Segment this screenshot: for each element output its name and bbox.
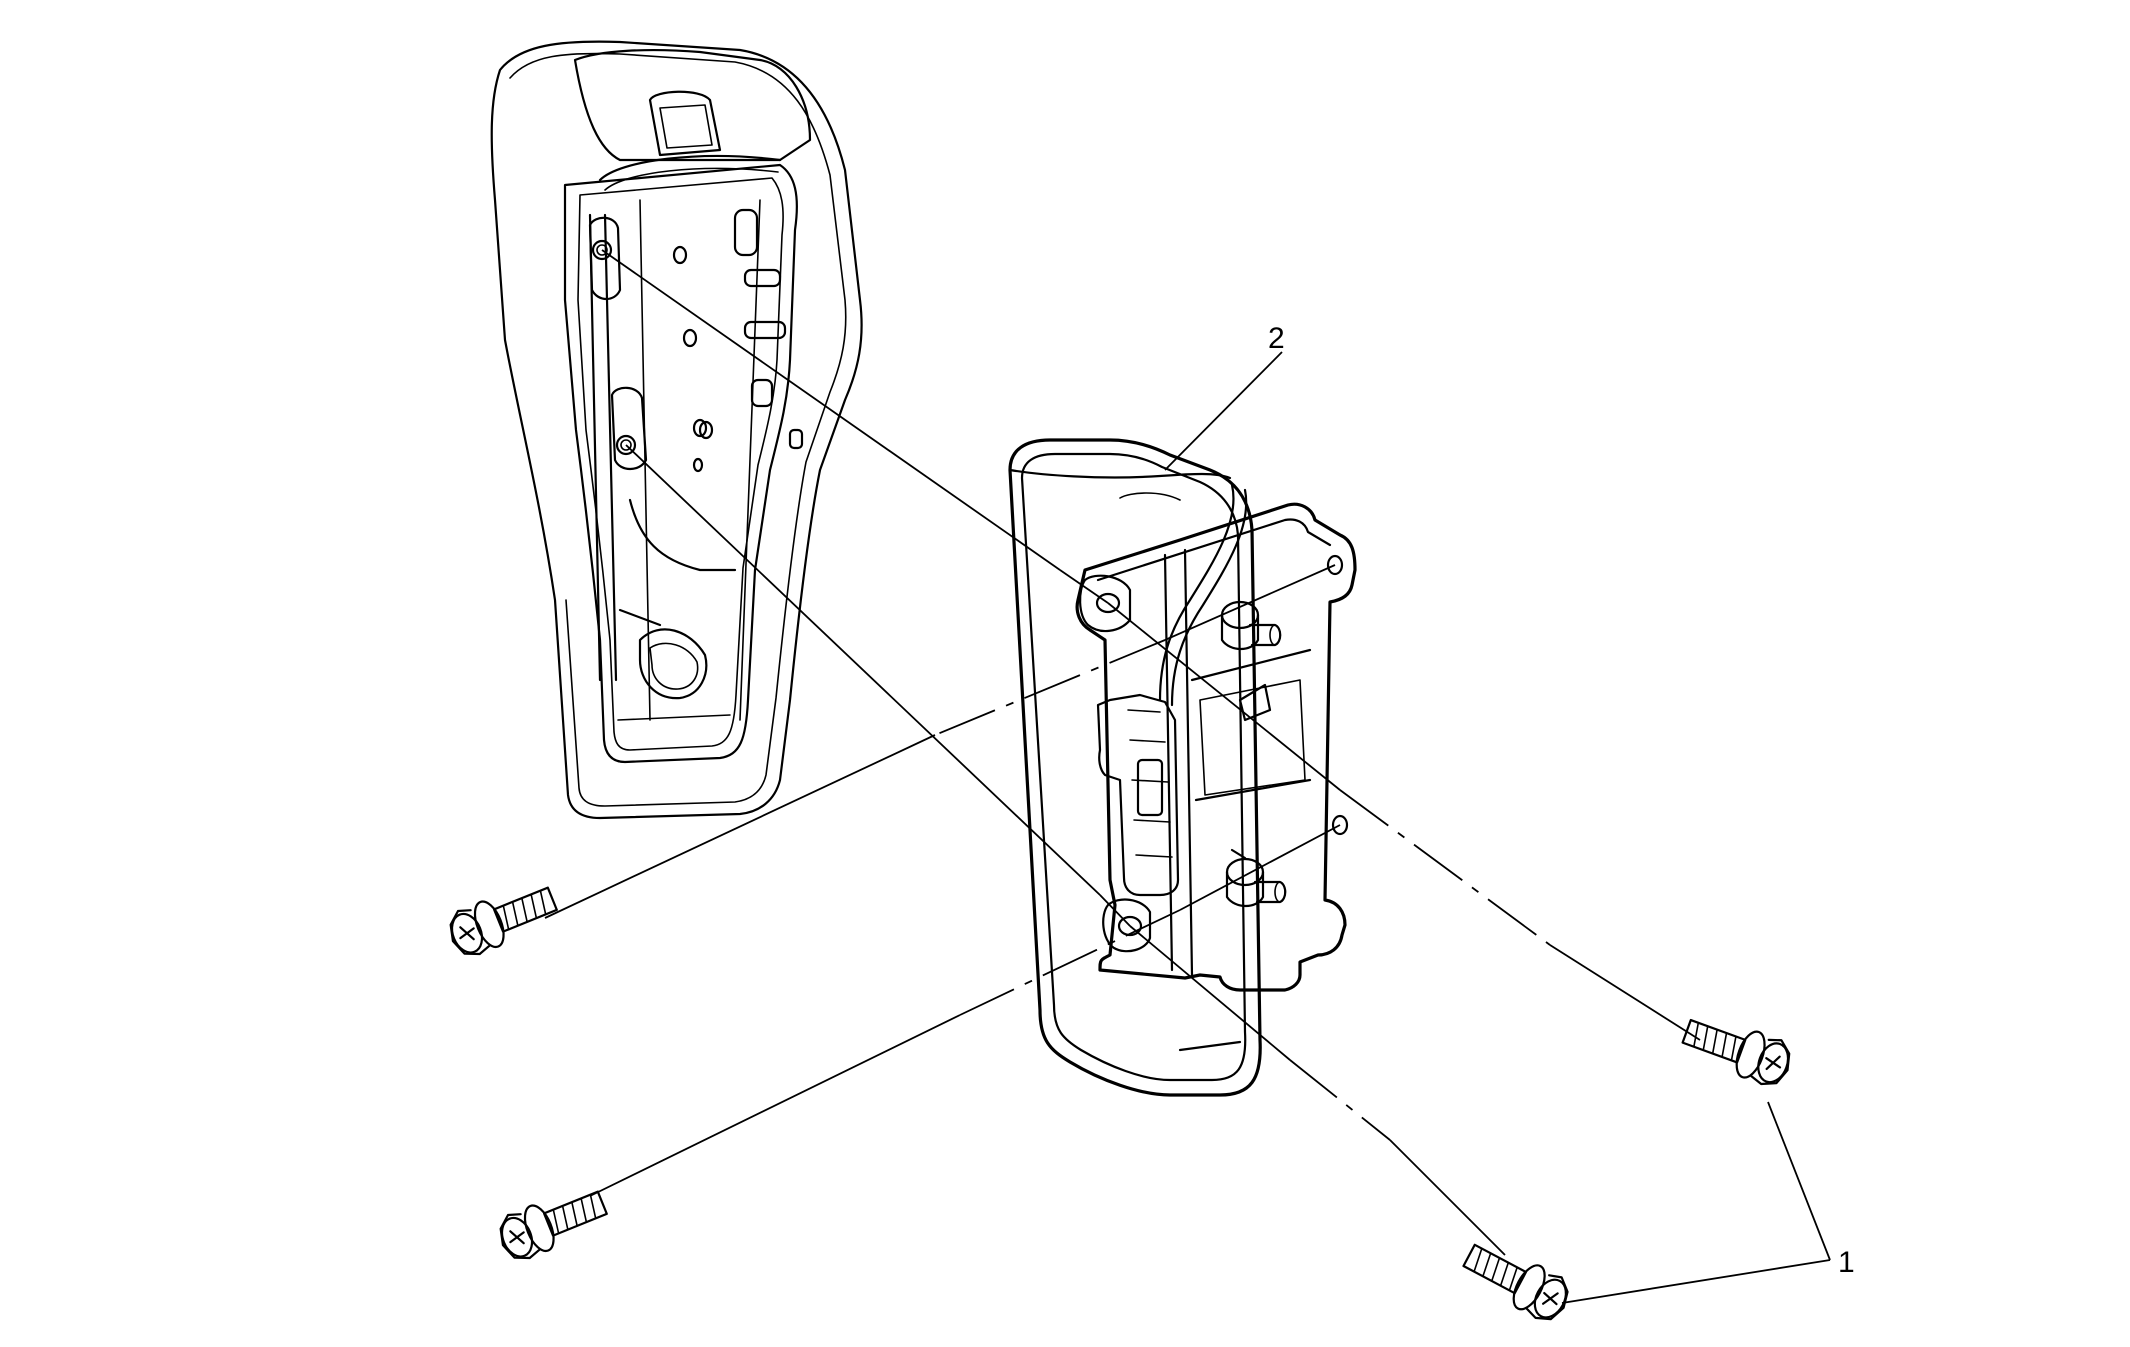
callout-2-leader <box>1164 351 1283 471</box>
callout-1-leader-lower <box>1561 1259 1831 1304</box>
airbag-module <box>1008 438 1357 1097</box>
bolt-upper-left <box>449 886 558 956</box>
callout-1: 1 <box>1561 1101 1855 1304</box>
bolt-upper-right <box>1681 1018 1791 1086</box>
bolt-lower-left <box>499 1190 608 1260</box>
assembly-lines <box>544 249 1701 1256</box>
bolt-lower-right <box>1462 1243 1569 1321</box>
callout-2: 2 <box>1164 322 1285 471</box>
seat-back-panel <box>490 40 863 820</box>
callout-1-label: 1 <box>1838 1246 1855 1279</box>
upper-stud <box>1220 600 1282 651</box>
callout-1-leader-upper <box>1767 1101 1831 1261</box>
callout-2-label: 2 <box>1268 322 1285 355</box>
